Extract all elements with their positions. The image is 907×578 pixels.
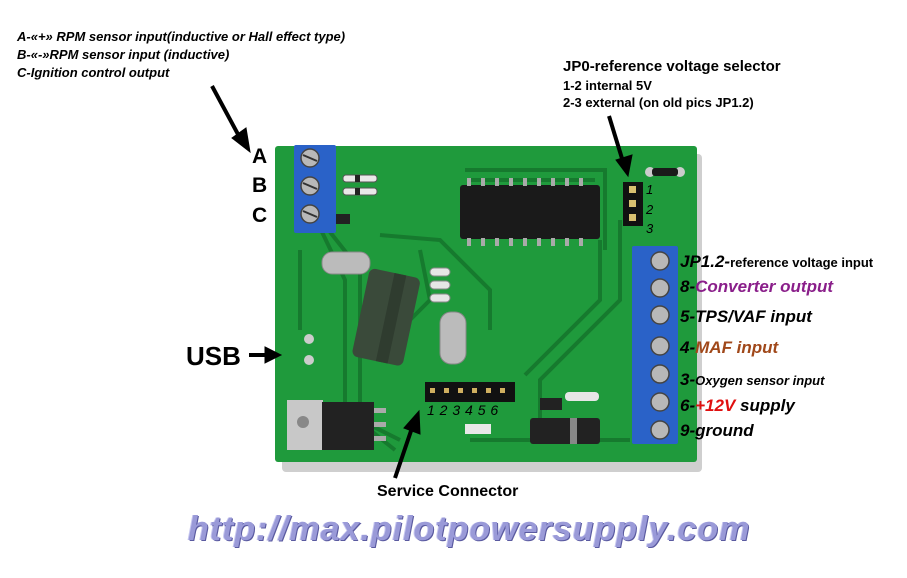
label-t6-num: 6-	[680, 396, 696, 415]
label-t6-highlight: +12V	[695, 396, 736, 415]
label-jp12: JP1.2-reference voltage input	[680, 252, 873, 272]
legend-line-c: C-Ignition control output	[17, 65, 170, 80]
usb-label: USB	[186, 341, 241, 371]
label-t5: 5-TPS/VAF input	[680, 307, 812, 326]
jp0-pin-2: 2	[646, 202, 654, 217]
label-t9: 9-ground	[680, 421, 754, 440]
crystal-2	[439, 311, 467, 365]
jp0-line2: 2-3 external (on old pics JP1.2)	[563, 95, 754, 110]
legend-line-a: A-«+» RPM sensor input(inductive or Hall…	[17, 29, 346, 44]
url-watermark: http://max.pilotpowersupply.com	[188, 510, 751, 548]
legend-line-b: B-«-»RPM sensor input (inductive)	[17, 47, 230, 62]
label-t3-text: Oxygen sensor input	[695, 373, 825, 388]
label-t8-num: 8-	[680, 277, 696, 296]
jp0-pin-1: 1	[646, 182, 654, 197]
label-t4-num: 4-	[680, 338, 696, 357]
jp0-line1: 1-2 internal 5V	[563, 78, 652, 93]
label-t4: 4-MAF input	[680, 338, 778, 358]
terminal-letter-a: A	[252, 145, 268, 168]
service-connector-label: Service Connector	[377, 483, 519, 500]
label-t6: 6-+12V supply	[680, 396, 795, 416]
label-jp12-desc: reference voltage input	[730, 255, 874, 270]
jp0-title: JP0-reference voltage selector	[563, 58, 781, 75]
jp0-pin-3: 3	[646, 221, 654, 236]
label-t4-text: MAF input	[695, 338, 779, 357]
label-t8: 8-Converter output	[680, 277, 833, 297]
label-t3-num: 3-	[680, 370, 696, 389]
ic-chip	[460, 185, 600, 239]
label-jp12-prefix: JP1.2-	[680, 252, 731, 271]
label-t8-text: Converter output	[695, 277, 834, 296]
terminal-letter-b: B	[252, 174, 268, 197]
label-t3: 3-Oxygen sensor input	[680, 370, 824, 390]
service-pins: 1 2 3 4 5 6	[427, 402, 499, 418]
label-t6-text: supply	[735, 396, 795, 415]
terminal-letter-c: C	[252, 204, 268, 227]
